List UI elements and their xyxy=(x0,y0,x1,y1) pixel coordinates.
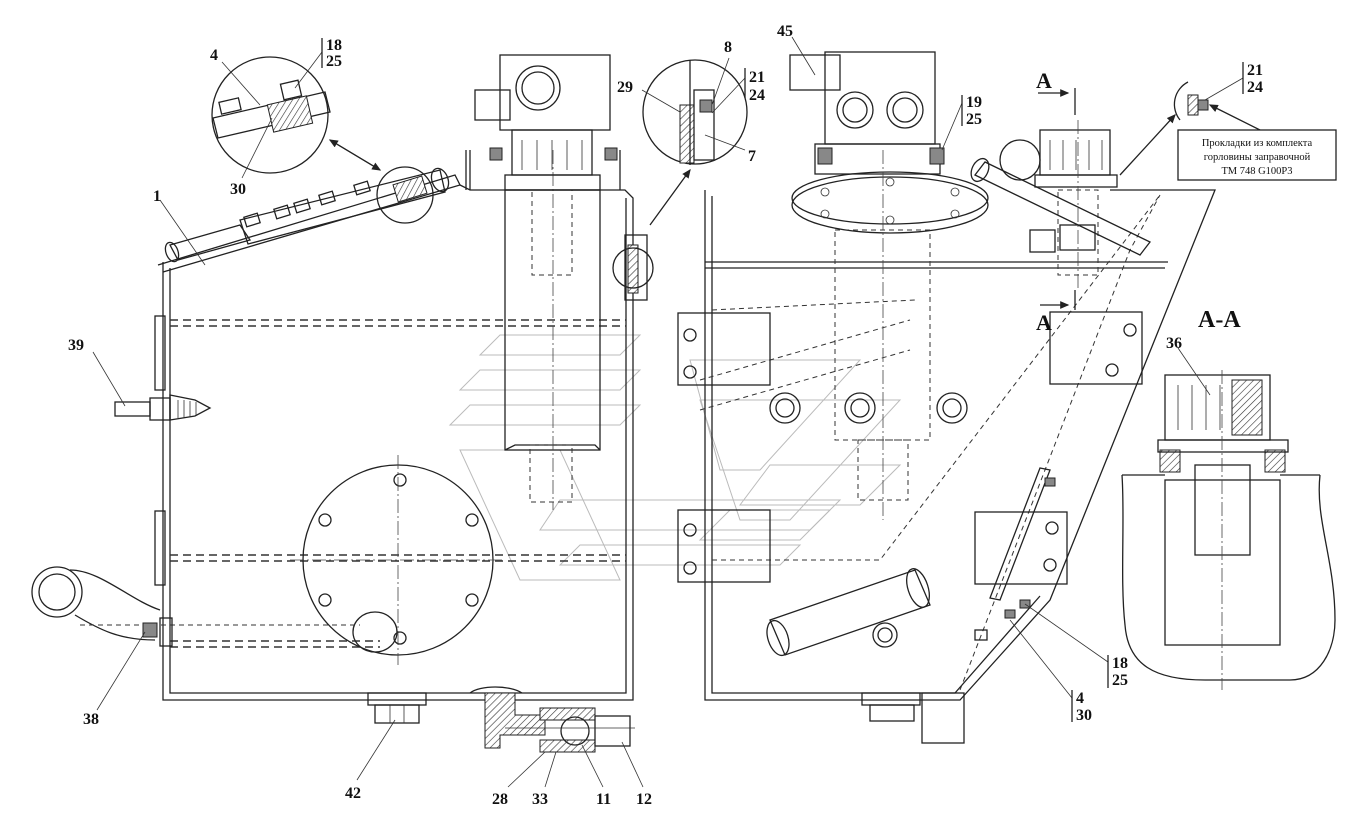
side-flange-detail xyxy=(624,234,648,301)
callout-38: 38 xyxy=(83,711,99,728)
callout-25-third: 25 xyxy=(1112,672,1128,689)
callout-24-second: 24 xyxy=(1247,79,1263,96)
section-title: A-A xyxy=(1198,307,1241,333)
detail-view-mid xyxy=(642,59,748,226)
callout-1: 1 xyxy=(153,188,161,205)
callout-4: 4 xyxy=(210,47,218,64)
callout-42: 42 xyxy=(345,785,361,802)
callout-45: 45 xyxy=(777,23,793,40)
callout-30-second: 30 xyxy=(1076,707,1092,724)
callout-11: 11 xyxy=(596,791,611,808)
callout-12: 12 xyxy=(636,791,652,808)
detail-view-top-left xyxy=(211,56,382,174)
callout-21-second: 21 xyxy=(1247,62,1263,79)
callout-18: 18 xyxy=(326,37,342,54)
callout-39: 39 xyxy=(68,337,84,354)
callout-25: 25 xyxy=(326,53,342,70)
callout-21: 21 xyxy=(749,69,765,86)
callout-labels: 4 18 25 30 1 29 8 21 24 7 45 19 25 21 24… xyxy=(68,23,1263,808)
callout-24: 24 xyxy=(749,87,765,104)
note-line-2: горловины заправочной xyxy=(1204,152,1311,163)
callout-19: 19 xyxy=(966,94,982,111)
detail-view-top-right xyxy=(1119,81,1261,176)
callout-36: 36 xyxy=(1166,335,1182,352)
section-marker-top-label: A xyxy=(1036,68,1052,93)
section-marker xyxy=(1038,88,1076,310)
callout-25-second: 25 xyxy=(966,111,982,128)
callout-30: 30 xyxy=(230,181,246,198)
callout-33: 33 xyxy=(532,791,548,808)
callout-18-second: 18 xyxy=(1112,655,1128,672)
callout-4-second: 4 xyxy=(1076,690,1084,707)
callout-28: 28 xyxy=(492,791,508,808)
note-box: Прокладки из комплекта горловины заправо… xyxy=(1177,129,1337,181)
note-line-1: Прокладки из комплекта xyxy=(1202,138,1313,149)
leader-lines xyxy=(92,36,1244,788)
section-a-a xyxy=(1121,370,1336,690)
callout-8: 8 xyxy=(724,39,732,56)
callout-7: 7 xyxy=(748,148,756,165)
right-tank-view xyxy=(677,51,1216,744)
callout-29: 29 xyxy=(617,79,633,96)
note-line-3: ТМ 748 G100Р3 xyxy=(1221,166,1292,177)
left-tank-view xyxy=(31,54,635,753)
detail-source-circle-left xyxy=(376,166,434,224)
section-marker-bottom-label: A xyxy=(1036,310,1052,335)
